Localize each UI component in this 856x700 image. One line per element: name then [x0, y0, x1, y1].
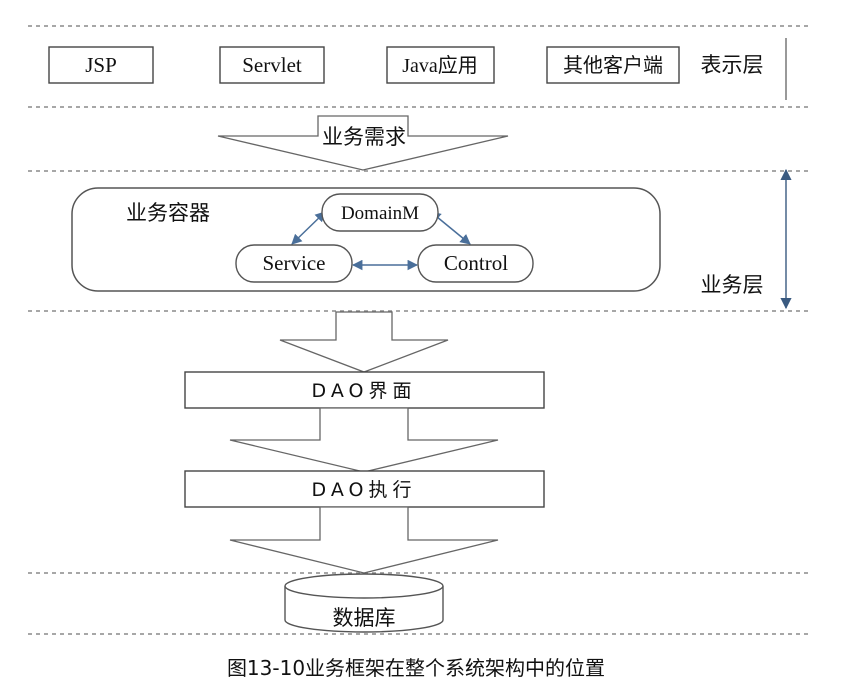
- figure-caption: 图13-10业务框架在整个系统架构中的位置: [227, 656, 605, 680]
- node-service-label: Service: [263, 251, 326, 275]
- presentation-item-jsp: JSP: [48, 46, 154, 84]
- presentation-item-java-app: Java应用: [386, 46, 495, 84]
- dao-interface-box: DAO界面: [184, 371, 545, 409]
- dao-execute-label: DAO执行: [312, 479, 417, 501]
- arrow-to-database: [229, 506, 499, 574]
- node-domainm: DomainM: [321, 193, 439, 232]
- presentation-item-servlet: Servlet: [219, 46, 325, 84]
- connector-domain-service: [291, 211, 326, 245]
- database-cylinder: 数据库: [284, 573, 444, 633]
- dao-interface-label: DAO界面: [312, 380, 417, 402]
- presentation-item-other-client: 其他客户端: [546, 46, 680, 84]
- presentation-item-label: 其他客户端: [563, 54, 663, 77]
- presentation-layer-label: 表示层: [701, 53, 764, 77]
- arrow-to-dao-execute: [229, 407, 499, 473]
- presentation-item-label: Servlet: [242, 53, 302, 77]
- presentation-item-label: JSP: [85, 53, 117, 77]
- presentation-item-label: Java应用: [402, 54, 478, 77]
- business-demand-arrow: 业务需求: [217, 115, 509, 171]
- node-service: Service: [235, 244, 353, 283]
- business-demand-label: 业务需求: [322, 125, 406, 149]
- node-domainm-label: DomainM: [341, 203, 419, 224]
- dao-execute-box: DAO执行: [184, 470, 545, 508]
- arrow-to-dao-interface: [279, 311, 449, 373]
- node-control-label: Control: [444, 251, 508, 275]
- business-container-label: 业务容器: [126, 201, 210, 225]
- business-layer-label: 业务层: [701, 273, 764, 297]
- node-control: Control: [417, 244, 534, 283]
- database-label: 数据库: [333, 606, 396, 630]
